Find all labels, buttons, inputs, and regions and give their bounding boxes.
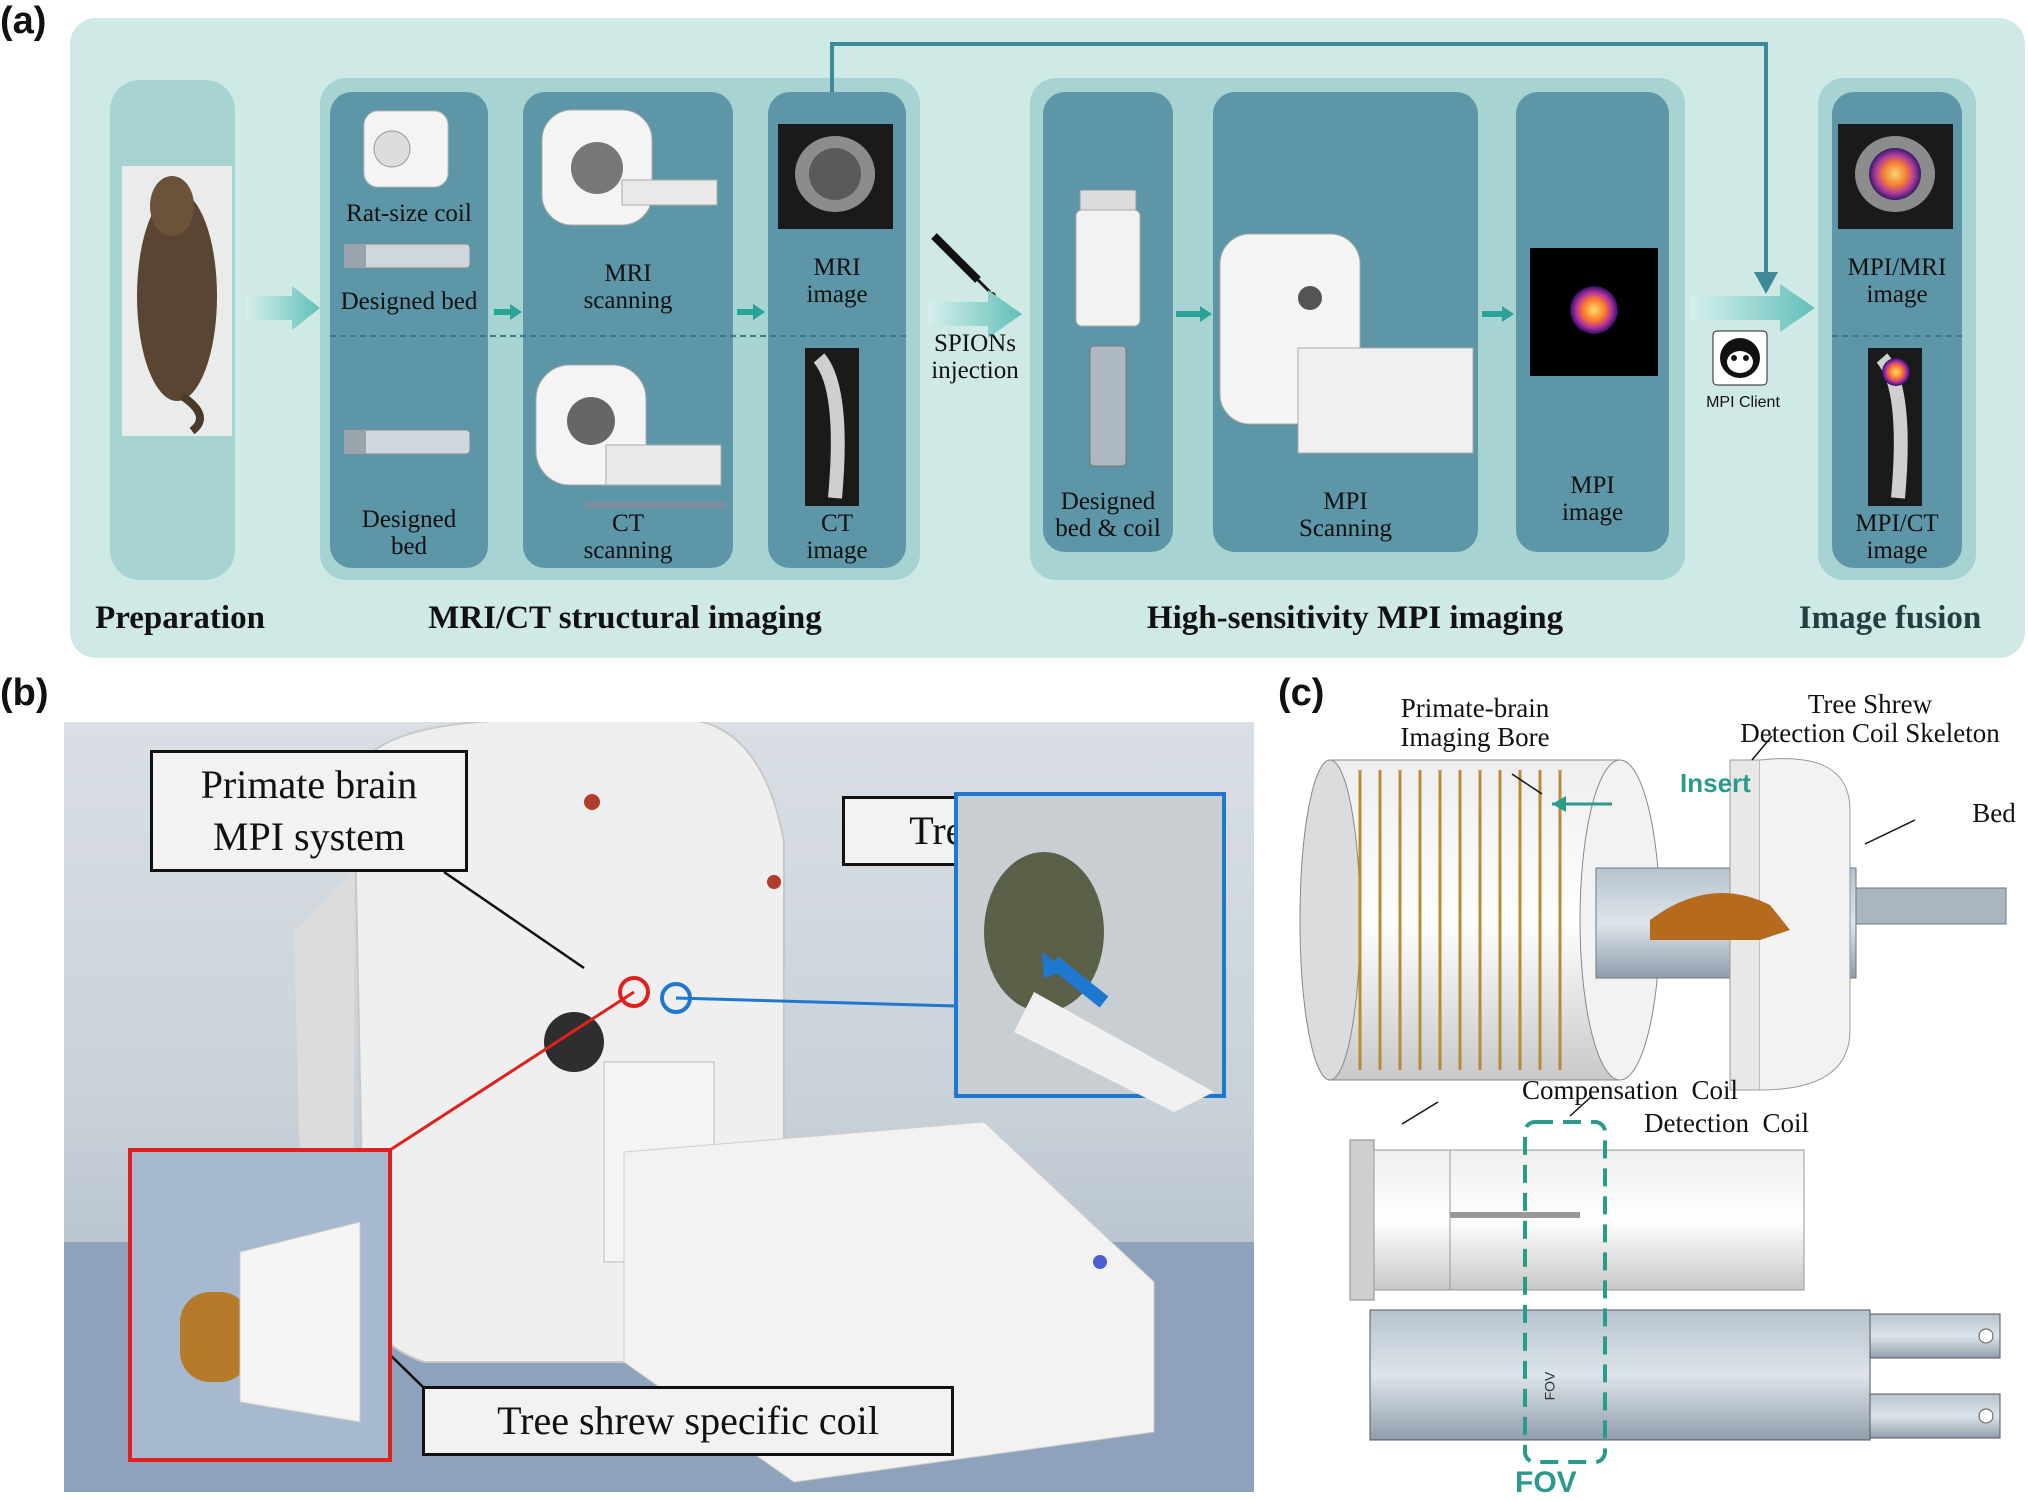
- flow-arrow-icon: [928, 290, 1022, 338]
- mpi-image-label: MPI image: [1561, 472, 1624, 526]
- designed-bed-icon: [344, 429, 470, 455]
- compensation-coil-label: Compensation Coil: [1522, 1075, 1738, 1105]
- mri-scanning-label: MRI scanning: [583, 260, 673, 314]
- flow-arrow-icon: [246, 286, 320, 330]
- mri-scanner-icon: [541, 109, 718, 226]
- ct-scanner-icon: [535, 364, 726, 508]
- fov-label: FOV: [1515, 1466, 1577, 1499]
- mri-image-label: MRI image: [806, 254, 868, 308]
- coil-assembly-diagram: [1299, 735, 2007, 1464]
- designed-bed-label-top: Designed bed: [340, 288, 478, 315]
- small-arrow-icon: [737, 304, 765, 320]
- small-arrow-icon: [494, 304, 522, 320]
- panel-label-a: (a): [0, 0, 47, 42]
- bed-coil-label: Designed bed & coil: [1055, 488, 1161, 542]
- detection-coil-label: Detection Coil: [1644, 1108, 1809, 1138]
- bed-coil-icon: [1075, 190, 1141, 467]
- designed-bed-icon: [344, 243, 470, 269]
- mpi-mri-fusion-thumbnail: [1838, 124, 1953, 229]
- section-fusion: Image fusion: [1798, 600, 1982, 636]
- mpi-scanning-label: MPI Scanning: [1298, 488, 1393, 542]
- ct-scanning-label: CT scanning: [583, 510, 673, 564]
- tree-shrew-coil-label: Tree shrew specific coil: [422, 1386, 954, 1456]
- mpi-client-label: MPI Client: [1706, 394, 1780, 411]
- small-arrow-icon: [1176, 306, 1212, 322]
- section-mpi: High-sensitivity MPI imaging: [1146, 600, 1564, 636]
- skeleton-label: Tree Shrew Detection Coil Skeleton: [1740, 689, 2000, 748]
- mpi-scanner-icon: [1219, 233, 1474, 454]
- mpi-image-thumbnail: [1530, 248, 1658, 376]
- ct-image-label: CT image: [806, 510, 868, 564]
- mpi-mri-label: MPI/MRI image: [1847, 254, 1947, 308]
- small-arrow-icon: [1482, 306, 1514, 322]
- callout-overlay: [128, 792, 1226, 1462]
- mpi-client-icon: [1712, 330, 1768, 386]
- animal-photo: [122, 166, 232, 436]
- mri-image-thumbnail: [778, 124, 893, 229]
- bore-label: Primate-brain Imaging Bore: [1400, 693, 1550, 752]
- rat-coil-label: Rat-size coil: [346, 200, 472, 227]
- insert-label: Insert: [1680, 768, 1751, 798]
- divider: [330, 335, 906, 337]
- panel-label-c: (c): [1278, 672, 1325, 714]
- bed-label: Bed: [1972, 798, 2016, 828]
- section-mri-ct: MRI/CT structural imaging: [428, 600, 822, 636]
- designed-bed-label-bottom: Designed bed: [361, 506, 457, 560]
- rat-coil-icon: [363, 110, 449, 188]
- primate-brain-mpi-system-label: Primate brain MPI system: [150, 750, 468, 872]
- ct-image-thumbnail: [805, 348, 859, 506]
- connector-line: [830, 42, 1778, 294]
- section-preparation: Preparation: [95, 600, 265, 636]
- divider: [1832, 335, 1962, 337]
- fov-small-label: FOV: [1541, 1371, 1558, 1401]
- flow-arrow-icon: [1690, 284, 1815, 332]
- mpi-ct-fusion-thumbnail: [1868, 348, 1922, 506]
- spions-label: SPIONs injection: [931, 330, 1019, 384]
- panel-label-b: (b): [0, 672, 49, 714]
- mpi-ct-label: MPI/CT image: [1855, 510, 1939, 564]
